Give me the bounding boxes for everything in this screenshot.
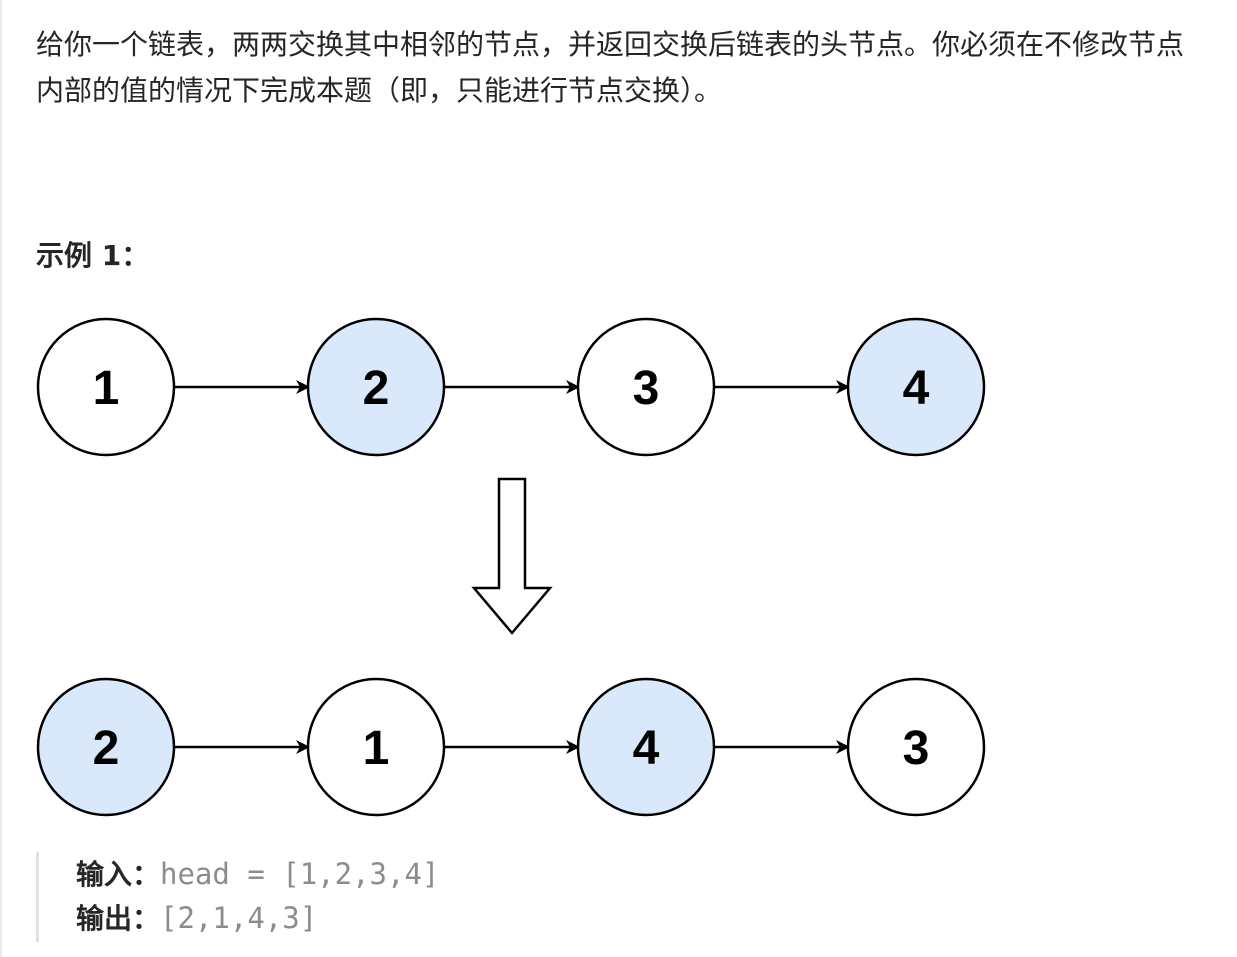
before-node-label: 1 bbox=[93, 362, 120, 415]
output-label: 输出： bbox=[76, 902, 161, 935]
after-node: 2 bbox=[36, 677, 176, 817]
before-node: 1 bbox=[36, 317, 176, 457]
transform-down-arrow-icon bbox=[471, 477, 553, 635]
before-node-label: 3 bbox=[633, 362, 660, 415]
after-node-label: 3 bbox=[903, 722, 930, 775]
example-title: 示例 1： bbox=[36, 239, 150, 272]
before-node: 4 bbox=[846, 317, 986, 457]
output-line: 输出：[2,1,4,3] bbox=[76, 896, 439, 940]
input-line: 输入：head = [1,2,3,4] bbox=[76, 852, 439, 896]
input-value: head = [1,2,3,4] bbox=[160, 857, 440, 891]
before-node-label: 2 bbox=[363, 362, 390, 415]
after-node: 4 bbox=[576, 677, 716, 817]
before-node: 2 bbox=[306, 317, 446, 457]
after-node: 3 bbox=[846, 677, 986, 817]
after-node-label: 4 bbox=[633, 722, 660, 775]
after-node-label: 1 bbox=[363, 722, 390, 775]
after-node: 1 bbox=[306, 677, 446, 817]
before-node: 3 bbox=[576, 317, 716, 457]
example-io-block: 输入：head = [1,2,3,4] 输出：[2,1,4,3] bbox=[36, 852, 439, 942]
before-node-label: 4 bbox=[903, 362, 930, 415]
after-node-label: 2 bbox=[93, 722, 120, 775]
left-border bbox=[0, 0, 2, 957]
output-value: [2,1,4,3] bbox=[160, 901, 318, 935]
input-label: 输入： bbox=[76, 858, 161, 891]
problem-description: 给你一个链表，两两交换其中相邻的节点，并返回交换后链表的头节点。你必须在不修改节… bbox=[36, 28, 1185, 107]
